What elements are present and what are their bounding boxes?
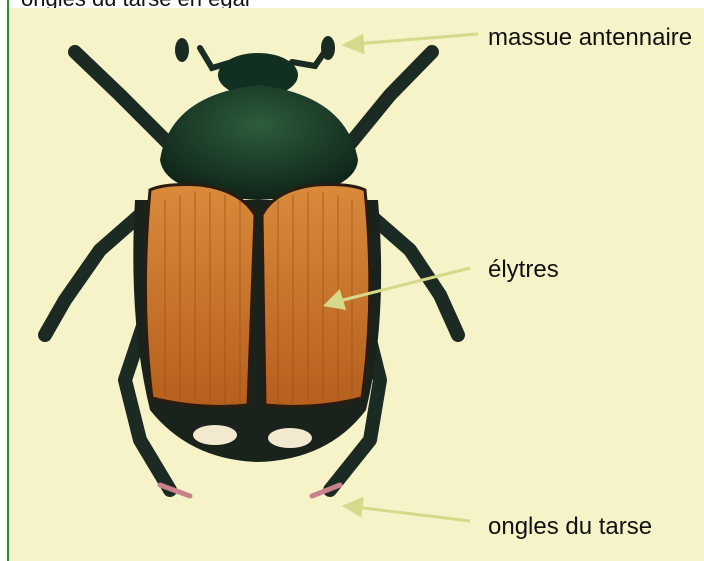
- label-antenna-club: massue antennaire: [488, 24, 692, 52]
- thorax: [160, 85, 358, 200]
- label-tarsal-claws: ongles du tarse: [488, 513, 652, 541]
- label-elytra: élytres: [488, 256, 559, 284]
- left-elytron: [145, 185, 255, 407]
- claws: [160, 485, 340, 496]
